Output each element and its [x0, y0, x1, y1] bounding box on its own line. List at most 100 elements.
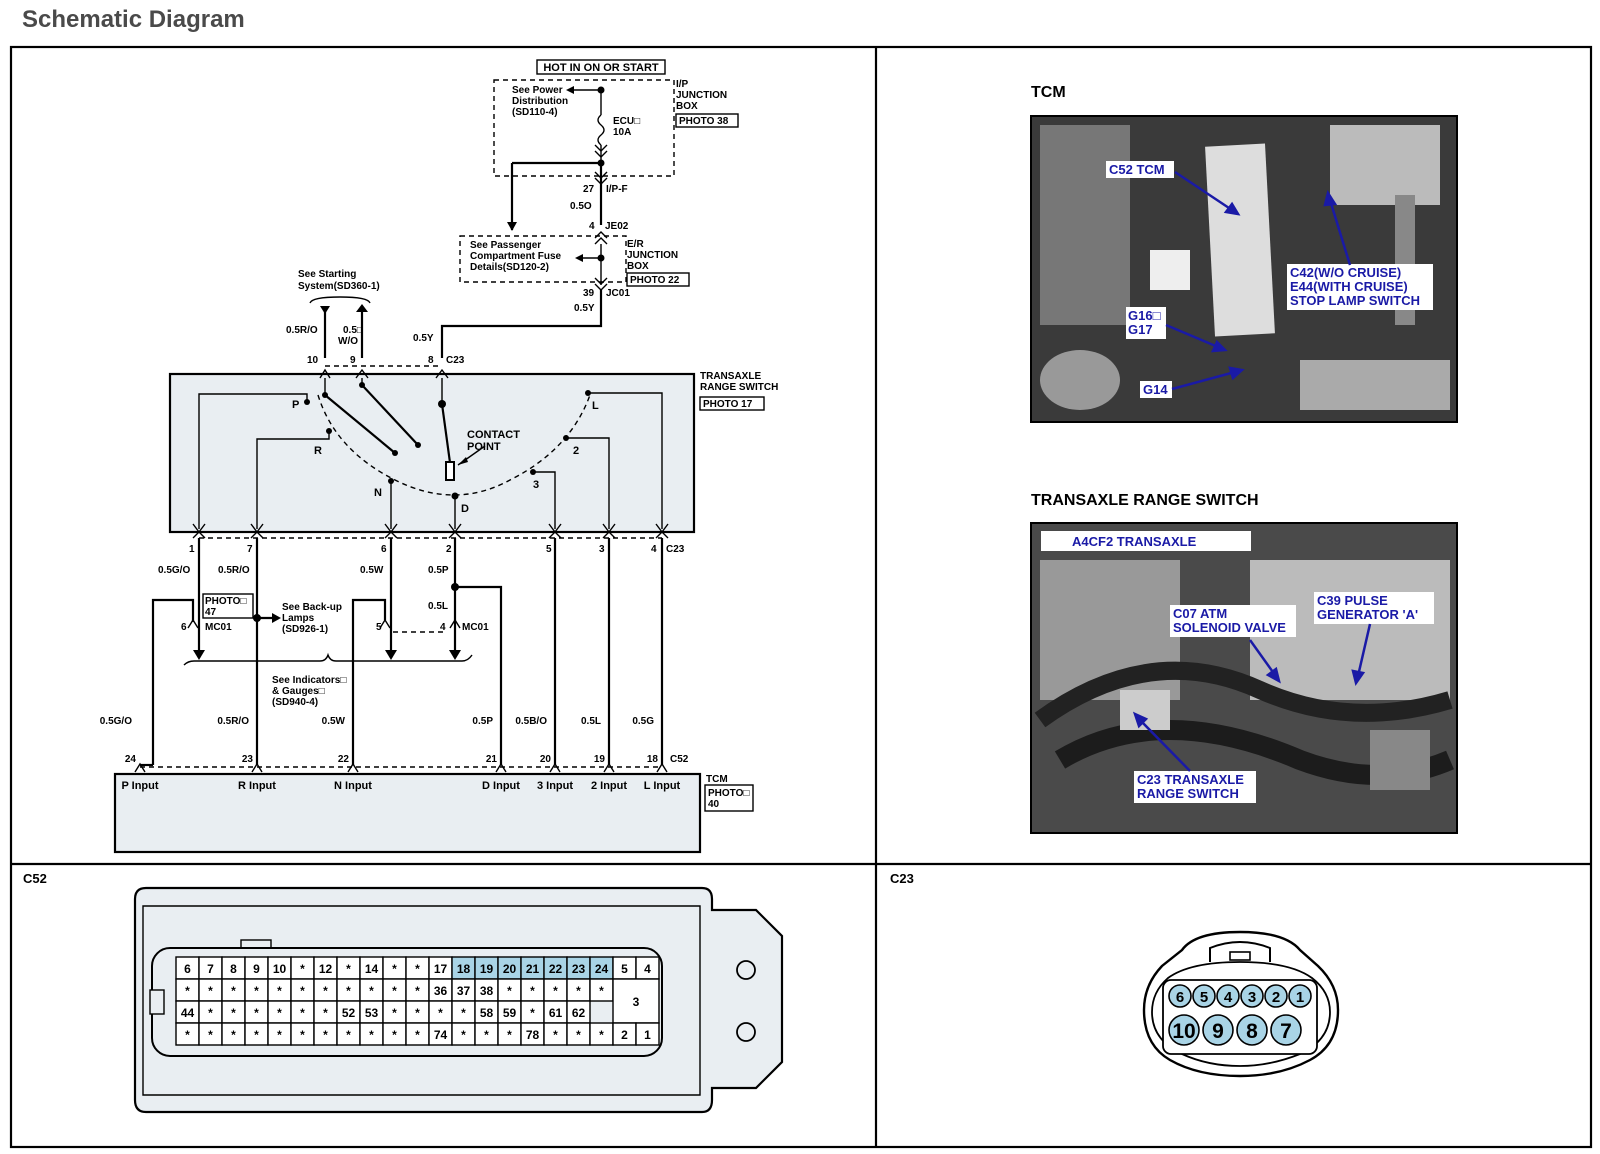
c52-pin: * [428, 1000, 453, 1024]
svg-text:2: 2 [1272, 989, 1280, 1006]
bp-6: 6 [381, 544, 387, 555]
c23-pin: 4 [1216, 984, 1240, 1008]
c52-pin: 74 [428, 1022, 453, 1046]
c52-pin: * [520, 1000, 545, 1024]
svg-text:*: * [415, 962, 420, 976]
c52-pin: 44 [175, 1000, 200, 1024]
c52-pin: 10 [267, 956, 292, 980]
tcm-c52: C52 [670, 754, 689, 765]
bp-1: 1 [189, 544, 195, 555]
c52-pin: * [221, 978, 246, 1002]
pos-r: R [314, 445, 322, 457]
svg-text:*: * [599, 1028, 604, 1042]
c52-pin: * [336, 1022, 361, 1046]
svg-text:*: * [599, 984, 604, 998]
c52-pin: 2 [612, 1022, 637, 1046]
c52-pin: * [359, 978, 384, 1002]
c23-pin: 3 [1240, 984, 1264, 1008]
svg-text:6: 6 [184, 962, 191, 976]
svg-text:14: 14 [365, 962, 379, 976]
svg-text:24: 24 [595, 962, 609, 976]
c23-top: C23 [446, 355, 465, 366]
c23-pin: 6 [1168, 984, 1192, 1008]
tcm-wire-label: 0.5W [322, 716, 346, 727]
svg-text:10: 10 [1172, 1020, 1195, 1043]
mc01-6: 6 [181, 622, 187, 633]
c52-pin: 21 [520, 956, 545, 980]
c52-pin: * [520, 978, 545, 1002]
c52-pin: * [543, 1022, 568, 1046]
c52-pin: 58 [474, 1000, 499, 1024]
bw-2: 0.5P [428, 565, 449, 576]
svg-text:9: 9 [253, 962, 260, 976]
trs-name-2: RANGE SWITCH [700, 382, 778, 393]
pin-10: 10 [307, 355, 319, 366]
pos-d: D [461, 503, 469, 515]
svg-text:*: * [208, 1006, 213, 1020]
svg-text:12: 12 [319, 962, 333, 976]
trs-lbl-c07-2: SOLENOID VALVE [1173, 620, 1286, 635]
bp-5: 5 [546, 544, 552, 555]
svg-text:19: 19 [480, 962, 494, 976]
svg-text:52: 52 [342, 1006, 356, 1020]
trs-photo-title: TRANSAXLE RANGE SWITCH [1031, 492, 1259, 509]
see-pass-2: Compartment Fuse [470, 251, 562, 262]
c52-pin: * [267, 978, 292, 1002]
c52-pin: * [290, 978, 315, 1002]
svg-text:*: * [277, 984, 282, 998]
c52-pin: 19 [474, 956, 499, 980]
er-box-3: BOX [627, 261, 649, 272]
photo47-2: 47 [205, 607, 217, 618]
see-ind-1: See Indicators□ [272, 675, 346, 686]
transaxle-range-switch: TRANSAXLE RANGE SWITCH PHOTO 17 CONTACT … [168, 368, 778, 539]
c52-pin: 52 [336, 1000, 361, 1024]
svg-text:*: * [277, 1006, 282, 1020]
c52-pin: 22 [543, 956, 568, 980]
c52-title: C52 [23, 871, 47, 886]
c52-pin: * [566, 1022, 591, 1046]
svg-text:18: 18 [457, 962, 471, 976]
c52-pin: 38 [474, 978, 499, 1002]
tcm-input-label: N Input [334, 780, 372, 792]
svg-text:*: * [300, 984, 305, 998]
bp-2: 2 [446, 544, 452, 555]
svg-text:*: * [277, 1028, 282, 1042]
photo-22: PHOTO 22 [630, 275, 680, 286]
c52-pin: * [244, 1022, 269, 1046]
svg-text:*: * [208, 984, 213, 998]
c52-pin: * [382, 1022, 407, 1046]
mc01-4: 4 [440, 622, 446, 633]
tcm-wire-label: 0.5R/O [217, 716, 249, 727]
trs-lbl-c07-1: C07 ATM [1173, 606, 1227, 621]
c52-pin: * [221, 1022, 246, 1046]
svg-text:78: 78 [526, 1028, 540, 1042]
c52-pin: 4 [635, 956, 660, 980]
tcm-pin: 20 [540, 754, 552, 765]
see-backup-2: Lamps [282, 613, 315, 624]
svg-text:74: 74 [434, 1028, 448, 1042]
svg-text:7: 7 [207, 962, 214, 976]
c52-pin: * [405, 1000, 430, 1024]
trs-lbl-c23-2: RANGE SWITCH [1137, 786, 1239, 801]
c52-pin: 78 [520, 1022, 545, 1046]
svg-text:36: 36 [434, 984, 448, 998]
c52-pin: * [244, 1000, 269, 1024]
c52-pin: * [336, 956, 361, 980]
c52-pin: * [405, 978, 430, 1002]
c52-pin: * [451, 1022, 476, 1046]
c52-pin: * [405, 956, 430, 980]
c52-pin: 24 [589, 956, 614, 980]
photo-38: PHOTO 38 [679, 116, 729, 127]
c23-pin: 8 [1236, 1014, 1268, 1046]
c52-pin: 12 [313, 956, 338, 980]
svg-text:*: * [254, 1006, 259, 1020]
c52-pin: * [221, 1000, 246, 1024]
c52-pin: * [497, 1022, 522, 1046]
c23-pin: 2 [1264, 984, 1288, 1008]
svg-text:*: * [231, 1006, 236, 1020]
svg-text:*: * [392, 1006, 397, 1020]
c52-pin: 18 [451, 956, 476, 980]
pos-p: P [292, 399, 299, 411]
